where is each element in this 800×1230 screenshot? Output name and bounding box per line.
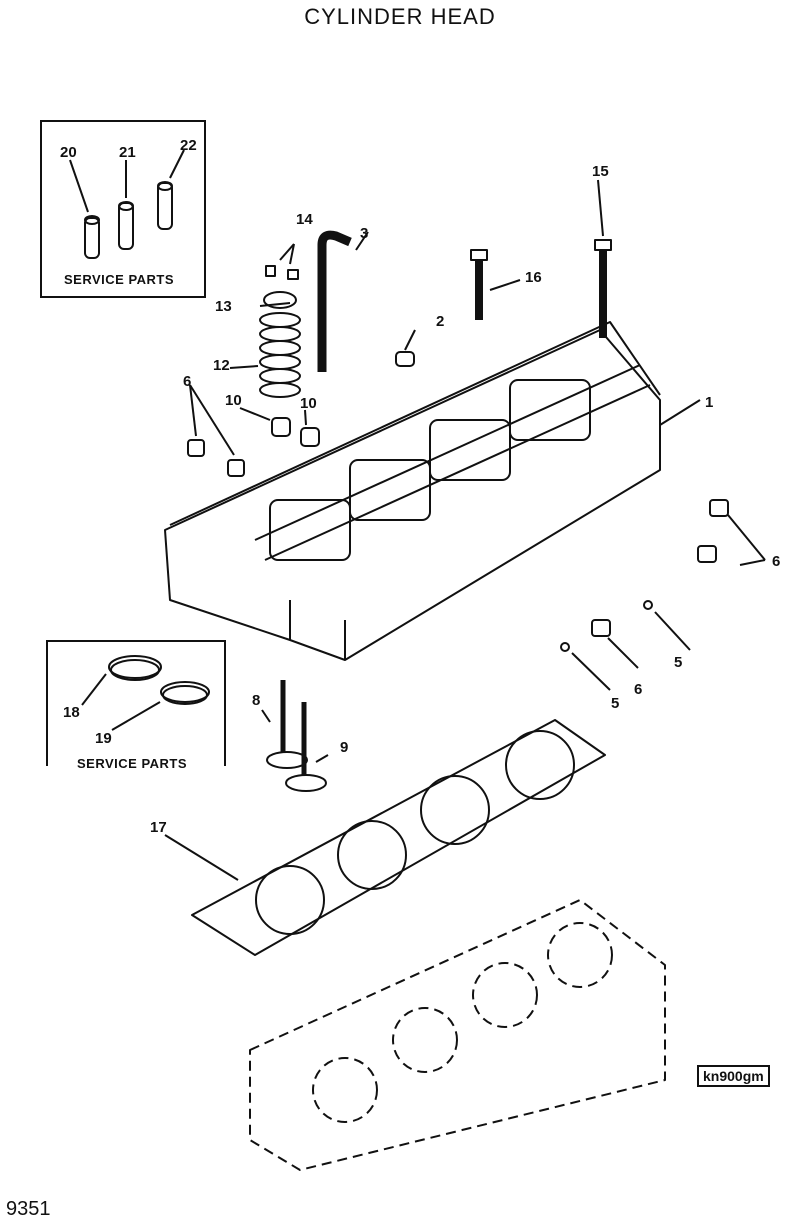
callout-5b: 5 (611, 695, 619, 712)
valve-spring-12 (259, 312, 301, 398)
bolt-15 (594, 239, 612, 338)
service-parts-box-guides (40, 120, 206, 298)
callout-6b: 6 (772, 553, 780, 570)
valve-seal-10b (300, 427, 320, 447)
valve-seat-insert-19 (160, 681, 210, 705)
callout-22: 22 (180, 137, 197, 154)
page-title: CYLINDER HEAD (304, 4, 496, 29)
callout-20: 20 (60, 144, 77, 161)
service-parts-label: SERVICE PARTS (64, 272, 175, 287)
callout-17: 17 (150, 819, 167, 836)
callout-6c: 6 (634, 681, 642, 698)
callout-5: 5 (674, 654, 682, 671)
callout-21: 21 (119, 144, 136, 161)
valve-guide-22 (157, 181, 173, 230)
callout-14: 14 (296, 211, 313, 228)
callout-18: 18 (63, 704, 80, 721)
engine-block-outline (249, 899, 666, 1171)
bolt-16 (470, 249, 488, 320)
callout-6: 6 (183, 373, 191, 390)
exhaust-valve-9 (285, 702, 327, 792)
plug-2 (395, 351, 415, 367)
callout-3: 3 (360, 225, 368, 242)
valve-guide-21 (118, 201, 134, 250)
callout-2: 2 (436, 313, 444, 330)
reference-code: kn900gm (697, 1065, 770, 1087)
callout-15: 15 (592, 163, 609, 180)
callout-10b: 10 (300, 395, 317, 412)
callout-9: 9 (340, 739, 348, 756)
valve-seal-10 (271, 417, 291, 437)
callout-16: 16 (525, 269, 542, 286)
callout-1: 1 (705, 394, 713, 411)
valve-seat-insert-18 (108, 655, 162, 681)
head-gasket-17 (191, 719, 606, 956)
service-parts-label: SERVICE PARTS (74, 756, 191, 771)
callout-19: 19 (95, 730, 112, 747)
service-parts-box-inserts (46, 640, 226, 766)
callout-13: 13 (215, 298, 232, 315)
spring-retainer-13 (263, 291, 297, 309)
callout-10: 10 (225, 392, 242, 409)
valve-guide-20 (84, 215, 100, 259)
valve-keepers-14 (265, 265, 299, 280)
plug-5 (643, 600, 653, 610)
cylinder-head (164, 321, 661, 661)
plug-5b (560, 642, 570, 652)
callout-8: 8 (252, 692, 260, 709)
tube-3 (317, 230, 352, 372)
intake-valve-8 (266, 680, 308, 769)
plug-6 (187, 439, 729, 637)
callout-12: 12 (213, 357, 230, 374)
page-number: 9351 (6, 1198, 51, 1220)
